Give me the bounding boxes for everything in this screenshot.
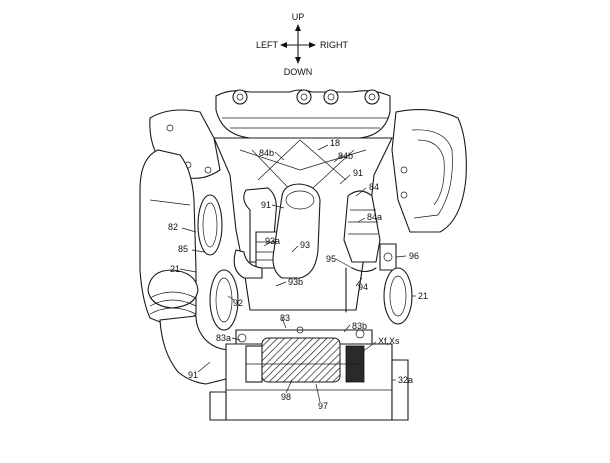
right-turbo-group xyxy=(343,190,413,325)
callout-leaders xyxy=(179,144,416,403)
callout-91-top: 91 xyxy=(353,168,363,178)
callout-91-bottom: 91 xyxy=(188,370,198,380)
compass-right-label: RIGHT xyxy=(320,40,349,50)
callout-21-right: 21 xyxy=(418,291,428,301)
callout-98: 98 xyxy=(281,392,291,402)
callout-84: 84 xyxy=(369,182,379,192)
compass-left-label: LEFT xyxy=(256,40,279,50)
callout-93a: 93a xyxy=(265,236,280,246)
compass-down-label: DOWN xyxy=(284,67,313,77)
right-head-cover xyxy=(391,109,467,233)
callout-92: 92 xyxy=(233,298,243,308)
callout-18: 18 xyxy=(330,138,340,148)
central-intake-pipe xyxy=(272,183,321,279)
compass-up-label: UP xyxy=(292,12,305,22)
left-exhaust-pipe xyxy=(139,149,233,385)
callout-94: 94 xyxy=(358,282,368,292)
arrow-left-icon xyxy=(280,42,287,48)
callout-93: 93 xyxy=(300,240,310,250)
callout-32a: 32a xyxy=(398,375,413,385)
callout-96: 96 xyxy=(409,251,419,261)
callout-83b: 83b xyxy=(352,321,367,331)
callout-84b-right: 84b xyxy=(338,151,353,161)
callout-97: 97 xyxy=(318,401,328,411)
callout-93b: 93b xyxy=(288,277,303,287)
callout-91-mid: 91 xyxy=(261,200,271,210)
callout-21-left: 21 xyxy=(170,264,180,274)
lower-gear-housing xyxy=(209,326,409,421)
direction-compass: UP DOWN LEFT RIGHT xyxy=(256,12,349,77)
callout-82: 82 xyxy=(168,222,178,232)
callout-84b-left: 84b xyxy=(259,148,274,158)
callout-95: 95 xyxy=(326,254,336,264)
callout-83: 83 xyxy=(280,313,290,323)
callout-84a: 84a xyxy=(367,212,382,222)
arrow-up-icon xyxy=(295,24,301,31)
callout-83a: 83a xyxy=(216,333,231,343)
arrow-right-icon xyxy=(309,42,316,48)
callout-labels: 18 84b 84b 91 84 91 82 84a 85 93a 93 95 … xyxy=(168,138,428,411)
arrow-down-icon xyxy=(295,57,301,64)
cylinder-head-top xyxy=(215,89,391,139)
callout-85: 85 xyxy=(178,244,188,254)
callout-xf-xs: Xf,Xs xyxy=(378,336,400,346)
